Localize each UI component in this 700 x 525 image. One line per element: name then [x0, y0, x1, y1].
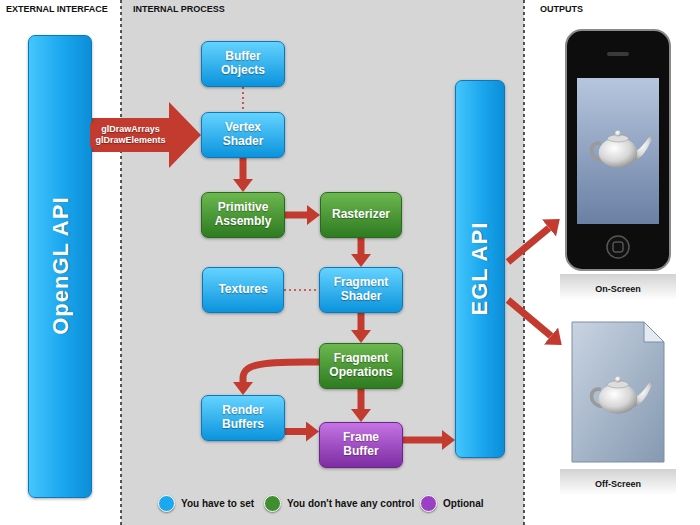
api-bar: EGL API: [455, 80, 505, 458]
reflection-band: [560, 274, 676, 300]
box-label: Buffer Objects: [208, 50, 278, 78]
flow-arrow: [285, 212, 307, 219]
output-caption: Off-Screen: [595, 479, 641, 490]
box-label: Fragment Operations: [326, 352, 396, 380]
legend-label: You don't have any control: [287, 498, 414, 509]
process-box: Fragment Shader: [319, 267, 403, 313]
flow-arrow: [243, 362, 319, 382]
process-box: Frame Buffer: [319, 422, 403, 468]
process-box: Vertex Shader: [201, 112, 285, 158]
process-panel: [121, 0, 524, 525]
flow-arrow: [403, 437, 442, 444]
box-label: Fragment Shader: [326, 276, 396, 304]
flow-arrow: [240, 158, 247, 179]
process-box: Fragment Operations: [319, 343, 403, 389]
process-box: Rasterizer: [320, 192, 402, 238]
document-illustration: [572, 322, 664, 462]
process-box: Buffer Objects: [201, 41, 285, 87]
legend-entry: You have to set: [158, 495, 254, 512]
dotted-link: [242, 87, 244, 112]
reflection-band: [560, 469, 676, 495]
box-label: Render Buffers: [208, 404, 278, 432]
legend-label: You have to set: [181, 498, 254, 509]
legend-swatch: [420, 495, 437, 512]
box-label: Textures: [218, 283, 267, 297]
call-label: glDrawArrays glDrawElements: [90, 123, 172, 147]
flow-arrow: [358, 313, 365, 330]
section-heading: OUTPUTS: [540, 4, 583, 15]
output-arrows: [508, 228, 551, 336]
process-box: Textures: [202, 267, 284, 313]
process-box: Render Buffers: [201, 395, 285, 441]
flow-arrow: [285, 428, 306, 435]
api-bar: OpenGL API: [28, 35, 92, 498]
dotted-link: [284, 289, 319, 291]
legend-label: Optional: [443, 498, 484, 509]
section-heading: EXTERNAL INTERFACE: [6, 4, 108, 15]
legend-swatch: [264, 495, 281, 512]
box-label: Rasterizer: [332, 208, 390, 222]
process-box: Primitive Assembly: [201, 192, 285, 238]
panel-divider: [120, 0, 122, 525]
box-label: Frame Buffer: [326, 431, 396, 459]
legend-entry: Optional: [420, 495, 484, 512]
legend-entry: You don't have any control: [264, 495, 414, 512]
output-caption: On-Screen: [595, 284, 641, 295]
api-label: OpenGL API: [47, 197, 72, 335]
flow-arrow: [358, 389, 365, 409]
section-heading: INTERNAL PROCESS: [133, 4, 225, 15]
panel-divider: [523, 0, 525, 525]
phone-illustration: [566, 30, 670, 270]
box-label: Primitive Assembly: [208, 201, 278, 229]
legend-swatch: [158, 495, 175, 512]
flow-arrow: [358, 238, 365, 254]
api-label: EGL API: [467, 222, 492, 316]
box-label: Vertex Shader: [208, 121, 278, 149]
